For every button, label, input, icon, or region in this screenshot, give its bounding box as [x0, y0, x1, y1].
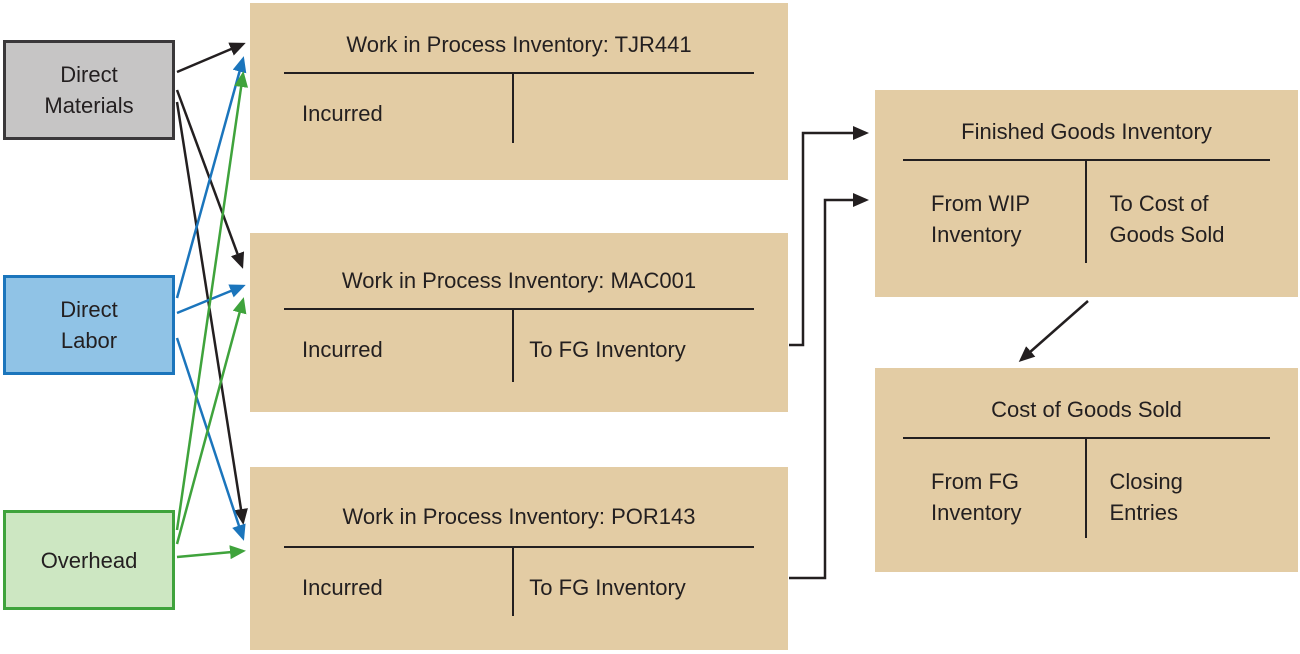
wip-por143-debit-entry: Incurred: [284, 548, 515, 616]
cogs-taccount-lines: From FG Inventory Closing Entries: [903, 437, 1270, 538]
arrow-direct-labor-to-tjr441: [175, 56, 247, 299]
wip-mac001-taccount-lines: Incurred To FG Inventory: [284, 308, 754, 382]
wip-account-mac001: Work in Process Inventory: MAC001 Incurr…: [250, 233, 788, 412]
wip-tjr441-credit-entry: [514, 74, 754, 143]
finished-goods-credit-entry: To Cost of Goods Sold: [1109, 191, 1225, 247]
direct-materials-box: Direct Materials: [3, 40, 175, 140]
wip-tjr441-debit-entry: Incurred: [284, 74, 515, 143]
overhead-label: Overhead: [40, 547, 138, 573]
wip-por143-credit-entry: To FG Inventory: [529, 575, 686, 600]
wip-mac001-credit-entry: To FG Inventory: [529, 337, 686, 362]
wip-mac001-debit-entry: Incurred: [284, 310, 515, 382]
arrow-overhead-to-mac001: [175, 297, 247, 545]
wip-account-por143: Work in Process Inventory: POR143 Incurr…: [250, 467, 788, 650]
wip-por143-taccount-lines: Incurred To FG Inventory: [284, 546, 754, 616]
direct-materials-label: Direct Materials: [44, 62, 134, 118]
direct-labor-box: Direct Labor: [3, 275, 175, 375]
wip-tjr441-taccount-lines: Incurred: [284, 72, 754, 143]
cogs-account: Cost of Goods Sold From FG Inventory Clo…: [875, 368, 1298, 572]
finished-goods-title: Finished Goods Inventory: [961, 119, 1212, 144]
wip-por143-title: Work in Process Inventory: POR143: [342, 504, 696, 529]
arrow-finished-goods-to-cogs: [1018, 300, 1089, 362]
arrow-mac001-to-finished-goods: [789, 126, 869, 347]
arrow-direct-labor-to-mac001: [176, 284, 246, 315]
finished-goods-debit-entry: From WIP Inventory: [903, 161, 1087, 263]
arrow-direct-labor-to-por143: [175, 337, 246, 541]
arrow-direct-materials-to-tjr441: [176, 42, 246, 74]
direct-labor-label: Direct Labor: [60, 297, 118, 353]
wip-account-tjr441: Work in Process Inventory: TJR441 Incurr…: [250, 3, 788, 180]
arrow-overhead-to-tjr441: [175, 71, 249, 531]
arrow-overhead-to-por143: [176, 545, 246, 560]
overhead-box: Overhead: [3, 510, 175, 610]
wip-tjr441-title: Work in Process Inventory: TJR441: [346, 32, 692, 57]
finished-goods-taccount-lines: From WIP Inventory To Cost of Goods Sold: [903, 159, 1270, 263]
wip-mac001-title: Work in Process Inventory: MAC001: [341, 268, 697, 293]
cogs-title: Cost of Goods Sold: [991, 397, 1182, 422]
arrow-direct-materials-to-por143: [175, 101, 248, 525]
cogs-credit-entry: Closing Entries: [1109, 469, 1183, 525]
arrow-direct-materials-to-mac001: [175, 89, 245, 269]
arrow-por143-to-finished-goods: [789, 193, 869, 580]
cogs-debit-entry: From FG Inventory: [903, 439, 1087, 538]
finished-goods-account: Finished Goods Inventory From WIP Invent…: [875, 90, 1298, 297]
